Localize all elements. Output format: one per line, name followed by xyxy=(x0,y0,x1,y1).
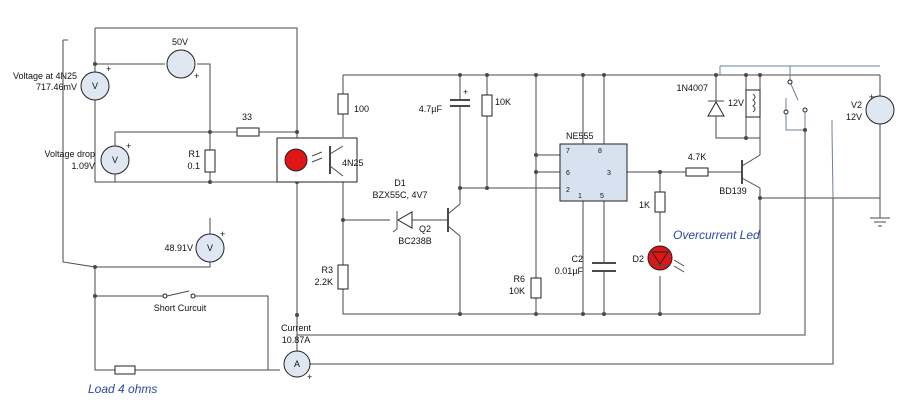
r47k-label: 4.7K xyxy=(688,152,707,162)
meter-symbol: V xyxy=(112,155,118,165)
plus-sign: + xyxy=(307,372,312,382)
led-d2: D2 Overcurrent Led xyxy=(632,228,760,273)
v2-value: 12V xyxy=(846,112,862,122)
ground-symbol xyxy=(870,217,890,227)
plus-sign: + xyxy=(220,229,225,239)
source-50v-label: 50V xyxy=(172,37,188,47)
current-value: 10.87A xyxy=(282,335,311,345)
ic-ne555: NE555 7 8 6 3 2 1 5 xyxy=(559,131,628,202)
transistor-bd139: BD139 xyxy=(719,154,761,196)
r1-value: 0.1 xyxy=(187,161,200,171)
resistor-10k-top: 10K xyxy=(481,94,511,117)
pin-label: 5 xyxy=(600,193,604,200)
d1-value: BZX55C, 4V7 xyxy=(372,190,427,200)
d1-label: D1 xyxy=(394,178,406,188)
pin-label: 3 xyxy=(607,170,611,177)
meter-symbol: A xyxy=(294,359,300,369)
load-label: Load 4 ohms xyxy=(88,382,157,396)
v2-label: V2 xyxy=(851,100,862,110)
relay-coil: 12V xyxy=(728,89,761,118)
relay-contacts xyxy=(783,79,808,115)
r3-value: 2.2K xyxy=(314,277,333,287)
resistor-r3: R3 2.2K xyxy=(314,264,349,290)
plus-sign: + xyxy=(194,71,199,81)
source-50v: 50V + xyxy=(166,37,199,81)
plus-sign: + xyxy=(106,64,111,74)
resistor-r6: R6 10K xyxy=(509,274,542,299)
voltmeter-4891-value: 48.91V xyxy=(164,243,193,253)
r10k-top-label: 10K xyxy=(495,97,511,107)
d2-label: D2 xyxy=(632,254,644,264)
pin-label: 7 xyxy=(566,148,570,155)
wires-left xyxy=(62,27,834,371)
voltmeter-4891: V + 48.91V xyxy=(164,229,225,263)
ne555-label: NE555 xyxy=(566,131,594,141)
capacitor-c2: C2 0.01µF xyxy=(555,254,616,276)
voltmeter-4n25: V + Voltage at 4N25 717.46mV xyxy=(13,64,111,101)
source-v2: + V2 12V xyxy=(846,92,895,125)
voltmeter-drop-label: Voltage drop xyxy=(44,149,95,159)
resistor-33: 33 xyxy=(236,112,260,137)
meter-symbol: V xyxy=(92,81,98,91)
d1n4007-label: 1N4007 xyxy=(676,83,708,93)
r1-label: R1 xyxy=(188,149,200,159)
relay-label: 12V xyxy=(728,98,744,108)
pin-label: 2 xyxy=(566,187,570,194)
pin-label: 6 xyxy=(566,170,570,177)
r6-label: R6 xyxy=(513,274,525,284)
r33-label: 33 xyxy=(242,112,252,122)
resistor-47k: 4.7K xyxy=(685,152,709,177)
short-circuit-label: Short Curcuit xyxy=(154,303,207,313)
meter-symbol: V xyxy=(207,243,213,253)
plus-sign: + xyxy=(126,141,131,151)
bd139-label: BD139 xyxy=(719,186,747,196)
optocoupler-4n25: 4N25 xyxy=(276,137,364,183)
voltmeter-drop: V + Voltage drop 1.09V xyxy=(44,141,131,175)
c2-label: C2 xyxy=(571,254,583,264)
resistor-load: Load 4 ohms xyxy=(88,365,157,396)
overcurrent-led-label: Overcurrent Led xyxy=(673,228,760,242)
plus-sign: + xyxy=(869,92,874,102)
r6-value: 10K xyxy=(509,286,525,296)
zener-d1: D1 BZX55C, 4V7 xyxy=(372,178,428,233)
pin-label: 8 xyxy=(598,148,602,155)
diode-1n4007: 1N4007 xyxy=(676,83,725,132)
current-label: Current xyxy=(281,323,312,333)
resistor-r1: R1 0.1 xyxy=(187,149,216,173)
plus-sign: + xyxy=(463,87,468,97)
transistor-q2: Q2 BC238B xyxy=(398,188,461,246)
q2-value: BC238B xyxy=(398,236,432,246)
c47-label: 4.7µF xyxy=(419,104,443,114)
voltmeter-4n25-value: 717.46mV xyxy=(36,82,77,92)
q2-label: Q2 xyxy=(419,224,431,234)
r1k-label: 1K xyxy=(639,200,650,210)
resistor-1k: 1K xyxy=(639,191,666,213)
voltmeter-4n25-label: Voltage at 4N25 xyxy=(13,71,77,81)
resistor-100: 100 xyxy=(337,93,369,115)
ammeter-current: A + Current 10.87A xyxy=(281,323,312,382)
switch-short-circuit: Short Curcuit xyxy=(154,290,207,313)
capacitor-47uf: + 4.7µF xyxy=(419,87,470,114)
relay-wiring xyxy=(719,65,880,199)
r100-label: 100 xyxy=(354,104,369,114)
c2-value: 0.01µF xyxy=(555,266,584,276)
voltmeter-drop-value: 1.09V xyxy=(71,161,95,171)
r3-label: R3 xyxy=(321,265,333,275)
opto-label: 4N25 xyxy=(342,158,364,168)
pin-label: 1 xyxy=(578,193,582,200)
